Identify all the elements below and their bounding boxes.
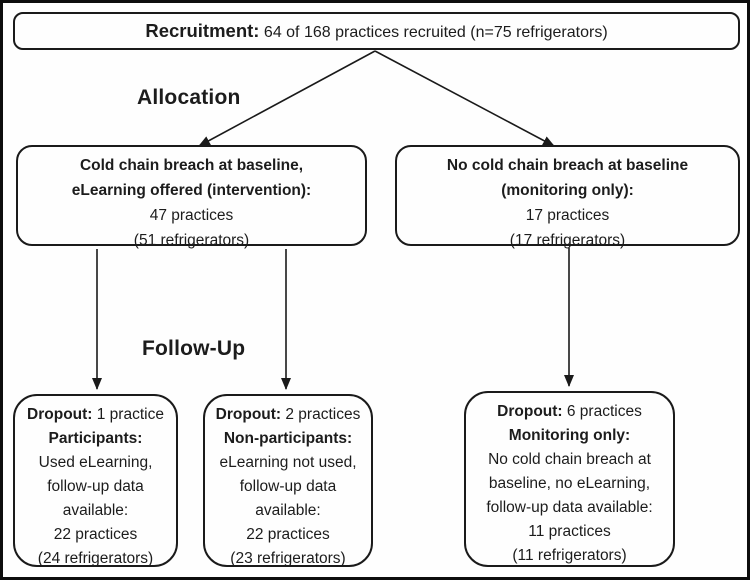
non-participants-detail-line1: eLearning not used, bbox=[219, 454, 357, 471]
monitoring-followup-refrigerators-count: (11 refrigerators) bbox=[512, 547, 627, 564]
intervention-title-line2: eLearning offered (intervention): bbox=[71, 182, 312, 199]
participants-heading: Participants: bbox=[48, 430, 143, 447]
monitoring-followup-heading: Monitoring only: bbox=[508, 427, 631, 444]
non-participants-dropout-label: Dropout: bbox=[215, 406, 282, 423]
follow-up-stage-label: Follow-Up bbox=[142, 337, 246, 360]
monitoring-detail-line2: baseline, no eLearning, bbox=[488, 475, 651, 492]
non-participants-practices-count: 22 practices bbox=[246, 526, 330, 543]
intervention-refrigerators-count: (51 refrigerators) bbox=[133, 232, 250, 249]
participants-dropout-line: Dropout: 1 practice bbox=[27, 406, 164, 423]
non-participants-dropout-line: Dropout: 2 practices bbox=[215, 406, 361, 423]
participants-detail-line2: follow-up data bbox=[47, 478, 144, 495]
intervention-practices-count: 47 practices bbox=[149, 207, 234, 224]
non-participants-detail-line3: available: bbox=[255, 502, 321, 519]
intervention-allocation-box: Cold chain breach at baseline, eLearning… bbox=[16, 145, 367, 249]
monitoring-followup-box: Dropout: 6 practices Monitoring only: No… bbox=[464, 391, 675, 567]
monitoring-refrigerators-count: (17 refrigerators) bbox=[509, 232, 626, 249]
monitoring-title-line1: No cold chain breach at baseline bbox=[446, 157, 689, 174]
monitoring-allocation-box: No cold chain breach at baseline (monito… bbox=[395, 145, 740, 249]
recruitment-text: Recruitment: 64 of 168 practices recruit… bbox=[145, 19, 608, 41]
non-participants-detail-line2: follow-up data bbox=[239, 478, 337, 495]
recruitment-box: Recruitment: 64 of 168 practices recruit… bbox=[13, 12, 740, 50]
participants-detail-line1: Used eLearning, bbox=[38, 454, 153, 471]
participants-followup-box: Dropout: 1 practice Participants: Used e… bbox=[13, 394, 178, 567]
non-participants-refrigerators-count: (23 refrigerators) bbox=[230, 550, 346, 567]
monitoring-detail-line3: follow-up data available: bbox=[486, 499, 653, 516]
recruitment-label: Recruitment: bbox=[145, 19, 260, 41]
monitoring-followup-practices-count: 11 practices bbox=[528, 523, 611, 540]
participants-dropout-label: Dropout: bbox=[27, 406, 93, 423]
monitoring-practices-count: 17 practices bbox=[525, 207, 610, 224]
monitoring-dropout-label: Dropout: bbox=[497, 403, 563, 420]
participants-refrigerators-count: (24 refrigerators) bbox=[37, 550, 154, 567]
monitoring-detail-line1: No cold chain breach at bbox=[488, 451, 651, 468]
participants-detail-line3: available: bbox=[62, 502, 129, 519]
monitoring-title-line2: (monitoring only): bbox=[501, 182, 634, 199]
intervention-title-line1: Cold chain breach at baseline, bbox=[79, 157, 304, 174]
allocation-stage-label: Allocation bbox=[137, 86, 241, 109]
arrow-recruitment-to-monitoring bbox=[374, 50, 555, 147]
participants-practices-count: 22 practices bbox=[53, 526, 138, 543]
non-participants-followup-box: Dropout: 2 practices Non-participants: e… bbox=[203, 394, 373, 567]
monitoring-dropout-line: Dropout: 6 practices bbox=[497, 403, 642, 420]
non-participants-heading: Non-participants: bbox=[223, 430, 353, 447]
